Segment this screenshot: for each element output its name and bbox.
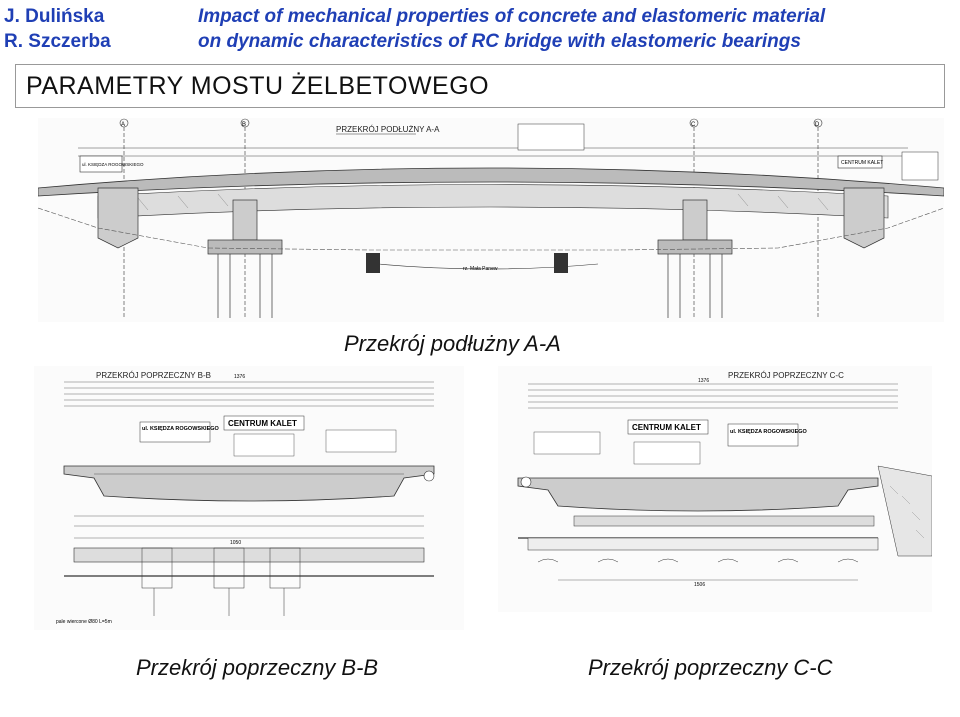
longitudinal-section-svg: PRZEKRÓJ PODŁUŻNY A-A A B C D (37, 118, 945, 322)
drawing-title-bb: PRZEKRÓJ POPRZECZNY B-B (96, 371, 211, 380)
axis-label-d: D (815, 122, 820, 128)
bb-piles-note: pale wiercone Ø80 L=5m (56, 619, 112, 625)
dim-total-cc: 1376 (698, 378, 709, 384)
bb-label-box2: CENTRUM KALET (228, 419, 297, 428)
cc-label-box1: CENTRUM KALET (632, 423, 701, 432)
axis-label-b: B (242, 122, 246, 128)
section-title: PARAMETRY MOSTU ŻELBETOWEGO (26, 72, 490, 100)
caption-cross-bb: Przekrój poprzeczny B-B (136, 655, 379, 680)
caption-cross-cc: Przekrój poprzeczny C-C (588, 655, 833, 680)
axis-label-a: A (121, 122, 125, 128)
cc-label-box2: ul. KSIĘDZA ROGOWSKIEGO (730, 429, 808, 435)
cross-section-cc-svg: PRZEKRÓJ POPRZECZNY C-C 1376 CENTRUM KAL… (498, 366, 933, 612)
drawing-title-cc: PRZEKRÓJ POPRZECZNY C-C (728, 371, 844, 380)
author-1: J. Dulińska (4, 6, 105, 27)
dim-bottom-cc: 1506 (694, 582, 705, 588)
drawing-title-aa: PRZEKRÓJ PODŁUŻNY A-A (336, 125, 440, 134)
slide-header: J. Dulińska R. Szczerba Impact of mechan… (0, 0, 960, 56)
dim-total-bb: 1376 (234, 374, 245, 380)
section-title-box: PARAMETRY MOSTU ŻELBETOWEGO (15, 64, 945, 108)
cross-section-bb-drawing: PRZEKRÓJ POPRZECZNY B-B 1376 ul. KSIĘDZA… (34, 366, 464, 630)
title-line-2: on dynamic characteristics of RC bridge … (198, 31, 801, 52)
right-box-label: CENTRUM KALET (841, 160, 883, 166)
axis-label-c: C (691, 122, 696, 128)
title-line-1: Impact of mechanical properties of concr… (198, 6, 826, 27)
dim-bottom-bb: 1050 (230, 540, 241, 546)
bb-label-box1: ul. KSIĘDZA ROGOWSKIEGO (142, 426, 220, 432)
caption-longitudinal: Przekrój podłużny A-A (344, 331, 561, 356)
left-box-label: ul. KSIĘDZA ROGOWSKIEGO (82, 162, 144, 167)
river-label: rz. Mała Panew (463, 266, 498, 272)
author-2: R. Szczerba (4, 31, 111, 52)
cross-section-bb-svg: PRZEKRÓJ POPRZECZNY B-B 1376 ul. KSIĘDZA… (34, 366, 464, 630)
longitudinal-section-drawing: PRZEKRÓJ PODŁUŻNY A-A A B C D (37, 118, 945, 322)
cross-section-cc-drawing: PRZEKRÓJ POPRZECZNY C-C 1376 CENTRUM KAL… (498, 366, 933, 612)
